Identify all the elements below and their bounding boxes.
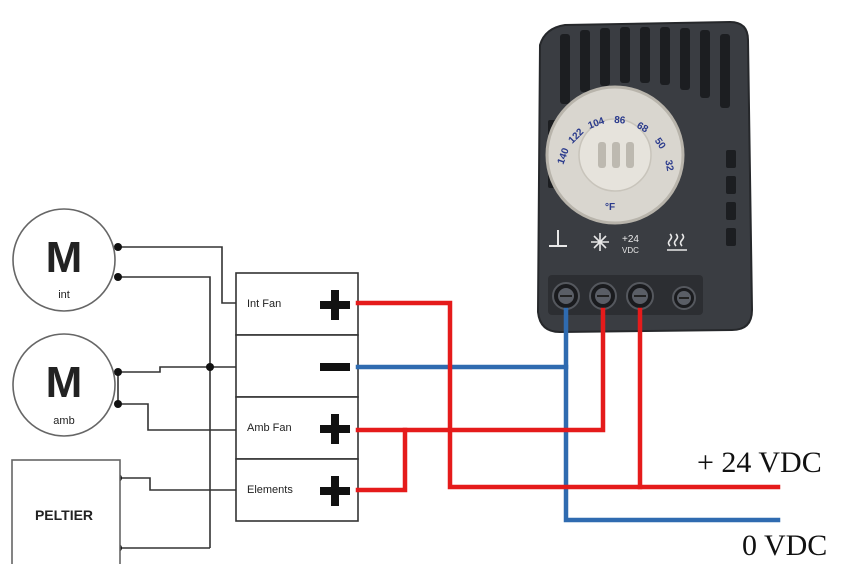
dial-grip xyxy=(598,142,606,168)
negative-supply-label: 0 VDC xyxy=(742,529,827,562)
signal-wires xyxy=(114,243,236,552)
heater-icon xyxy=(667,233,687,251)
motor-amb-letter: M xyxy=(46,358,83,407)
motor-int-letter: M xyxy=(46,233,83,282)
motor-int: M int xyxy=(12,208,116,312)
dial-number: 140 xyxy=(556,146,572,166)
dial-unit: °F xyxy=(605,202,615,213)
supply-top-label: +24 xyxy=(622,234,639,245)
motor-amb-sub: amb xyxy=(53,415,74,427)
ground-icon xyxy=(549,230,567,247)
positive-supply-label: + 24 VDC xyxy=(697,446,822,479)
vent-slots xyxy=(548,27,736,246)
dial-number: 86 xyxy=(614,115,626,127)
terminal-label-int-fan: Int Fan xyxy=(247,298,281,310)
dial-number: 68 xyxy=(635,120,651,135)
screw-terminal-heating[interactable] xyxy=(672,286,696,310)
dial-number: 104 xyxy=(587,116,607,132)
negative-wires xyxy=(355,307,781,523)
terminal-label-elements: Elements xyxy=(247,484,293,496)
peltier-element: PELTIER xyxy=(11,459,121,564)
motor-int-sub: int xyxy=(58,289,70,301)
dial-number: 32 xyxy=(662,159,675,172)
positive-wires xyxy=(355,300,781,493)
plus-icon xyxy=(320,414,350,444)
plus-icon xyxy=(320,476,350,506)
snowflake-icon xyxy=(591,233,609,251)
supply-bottom-label: VDC xyxy=(622,246,639,255)
screw-terminal-ground[interactable] xyxy=(552,282,580,310)
plus-icon xyxy=(320,290,350,320)
peltier-label: PELTIER xyxy=(35,507,93,523)
panel-symbols: +24 VDC xyxy=(549,230,687,255)
terminal-block: Int Fan Amb Fan Elements xyxy=(235,272,359,522)
screw-terminal-cooling[interactable] xyxy=(589,282,617,310)
motor-amb: M amb xyxy=(12,333,116,437)
screw-terminal-supply[interactable] xyxy=(626,282,654,310)
terminal-label-amb-fan: Amb Fan xyxy=(247,422,292,434)
minus-icon xyxy=(320,363,350,371)
terminal-strip xyxy=(548,275,703,315)
screw-terminals xyxy=(552,282,696,310)
